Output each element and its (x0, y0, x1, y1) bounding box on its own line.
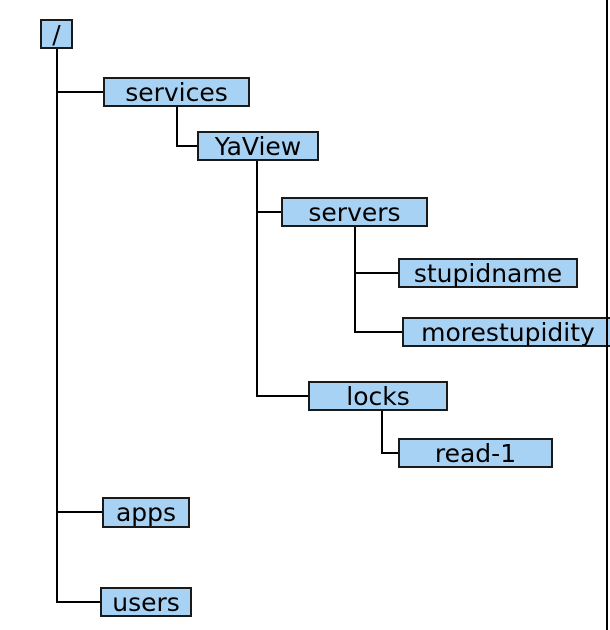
connector-locks-to-read1 (381, 452, 398, 454)
connector-trunk-yaview (256, 160, 258, 397)
connector-root-to-services (56, 91, 103, 93)
tree-node-morestupidity: morestupidity (402, 317, 610, 347)
tree-node-locks: locks (308, 381, 448, 411)
tree-node-services: services (103, 77, 250, 107)
tree-node-yaview: YaView (197, 131, 319, 161)
connector-yaview-to-locks (256, 395, 308, 397)
connector-trunk-root (56, 49, 58, 603)
connector-trunk-servers (354, 226, 356, 333)
tree-node-users: users (100, 587, 192, 617)
connector-services-to-yaview (176, 145, 197, 147)
connector-yaview-to-servers (256, 211, 281, 213)
tree-node-read1: read-1 (398, 438, 553, 468)
pane-right-border (606, 0, 608, 630)
tree-node-root: / (40, 19, 73, 49)
connector-trunk-services (176, 106, 178, 147)
connector-root-to-apps (56, 511, 102, 513)
tree-node-servers: servers (281, 197, 428, 227)
tree-node-apps: apps (102, 497, 190, 528)
connector-servers-to-stupidname (354, 272, 398, 274)
connector-servers-to-morestupidity (354, 331, 402, 333)
tree-node-stupidname: stupidname (398, 258, 578, 288)
connector-root-to-users (56, 601, 100, 603)
connector-trunk-locks (381, 410, 383, 454)
